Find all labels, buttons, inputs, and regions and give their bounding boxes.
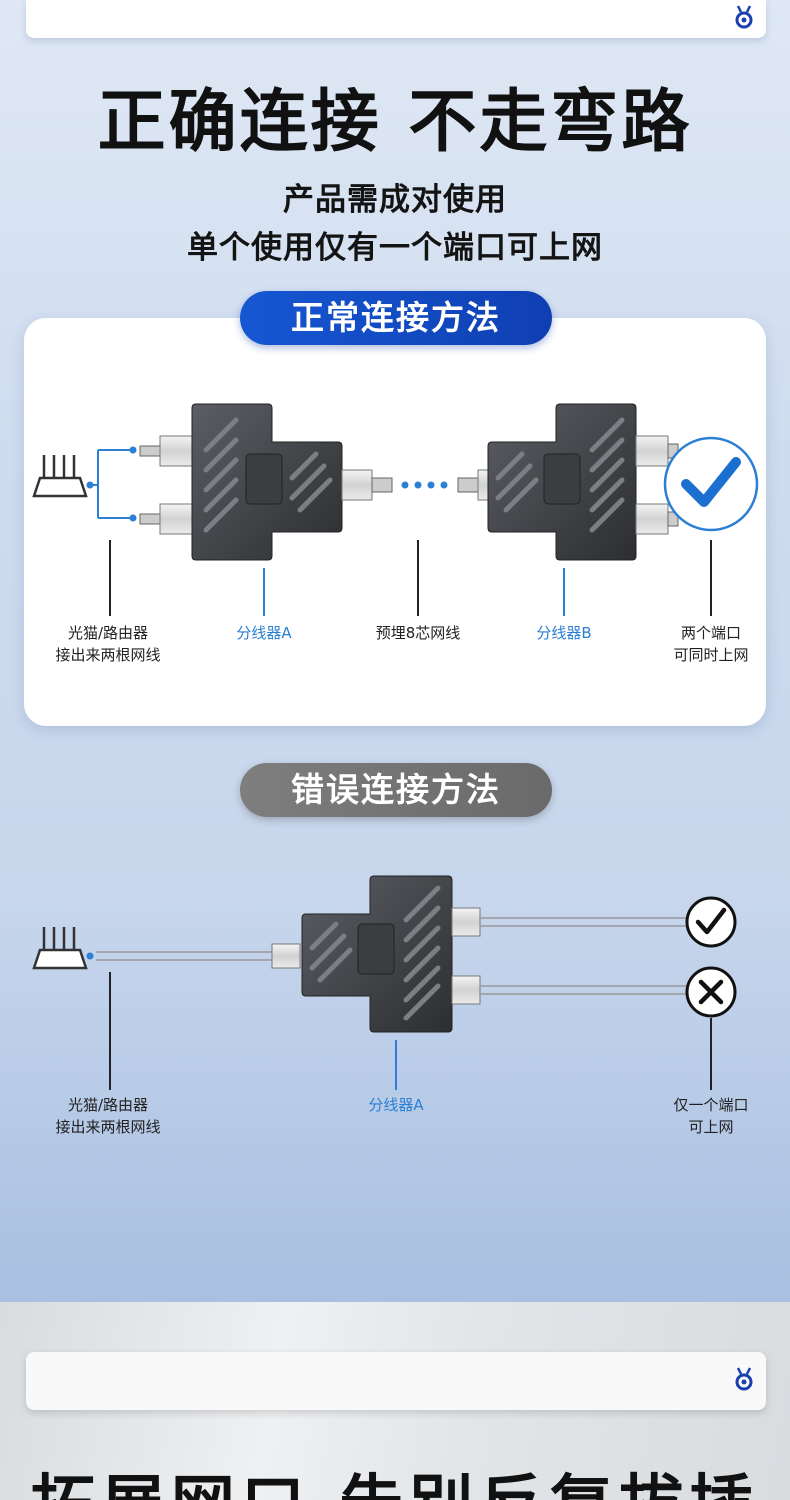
result-label: 仅一个端口 可上网 [626,1094,790,1138]
subheading-line-2: 单个使用仅有一个端口可上网 [187,230,603,266]
top-banner-strip [26,0,766,38]
dual-cable-bracket [90,449,133,519]
splitter-a-input-plug-top [139,435,193,467]
result-label: 两个端口 可同时上网 [626,622,790,666]
brand-logo-icon [735,1367,753,1391]
bracket-dot [86,481,94,489]
splitter-a-input-plug [271,943,301,969]
source-label-line-1: 光猫/路由器 [67,1096,149,1114]
bracket-dot [129,446,137,454]
splitter-b-output-plug-top [635,435,679,467]
splitter-a-input-plug-bottom [139,503,193,535]
correct-connection-diagram [32,403,759,1090]
splitter-b-output-plug-bottom [635,503,679,535]
router-icon [32,455,88,498]
splitter-a-output-plug-top [451,907,686,937]
check-circle-icon [663,436,759,532]
splitter-a-body [301,875,453,1033]
wrong-method-title: 错误连接方法 [240,763,552,817]
page-headline: 正确连接 不走弯路 [97,83,693,162]
result-label-line-1: 仅一个端口 [673,1096,749,1114]
correct-method-title: 正常连接方法 [240,291,552,345]
check-circle-icon [685,896,737,948]
subheading-line-1: 产品需成对使用 [283,182,507,218]
result-label-line-2: 可同时上网 [673,646,749,664]
splitter-a-label: 分线器A [236,624,292,642]
bottom-banner-strip [26,1352,766,1410]
source-label: 光猫/路由器 接出来两根网线 [23,622,193,666]
source-label-line-2: 接出来两根网线 [55,1118,161,1136]
result-label-line-1: 两个端口 [680,624,741,642]
splitter-b-body [487,403,637,561]
source-label-line-1: 光猫/路由器 [67,624,149,642]
embedded-cable-label: 预埋8芯网线 [375,624,461,642]
source-label-line-2: 接出来两根网线 [55,646,161,664]
router-icon [32,927,88,970]
splitter-a-body [191,403,343,561]
splitter-a-output-plug [341,469,393,501]
cable-dot [86,952,94,960]
splitter-a-output-plug-bottom [451,975,686,1005]
source-label: 光猫/路由器 接出来两根网线 [23,1094,193,1138]
next-section-headline: 拓展网口 告别反复拔插 [0,1454,790,1500]
cross-circle-icon [685,966,737,1018]
result-label-line-2: 可上网 [688,1118,734,1136]
bracket-dot [129,514,137,522]
splitter-b-label: 分线器B [536,624,592,642]
splitter-a-label: 分线器A [368,1096,424,1114]
brand-logo-icon [735,5,753,29]
embedded-cable-dots [401,481,448,489]
single-cable [96,951,272,961]
